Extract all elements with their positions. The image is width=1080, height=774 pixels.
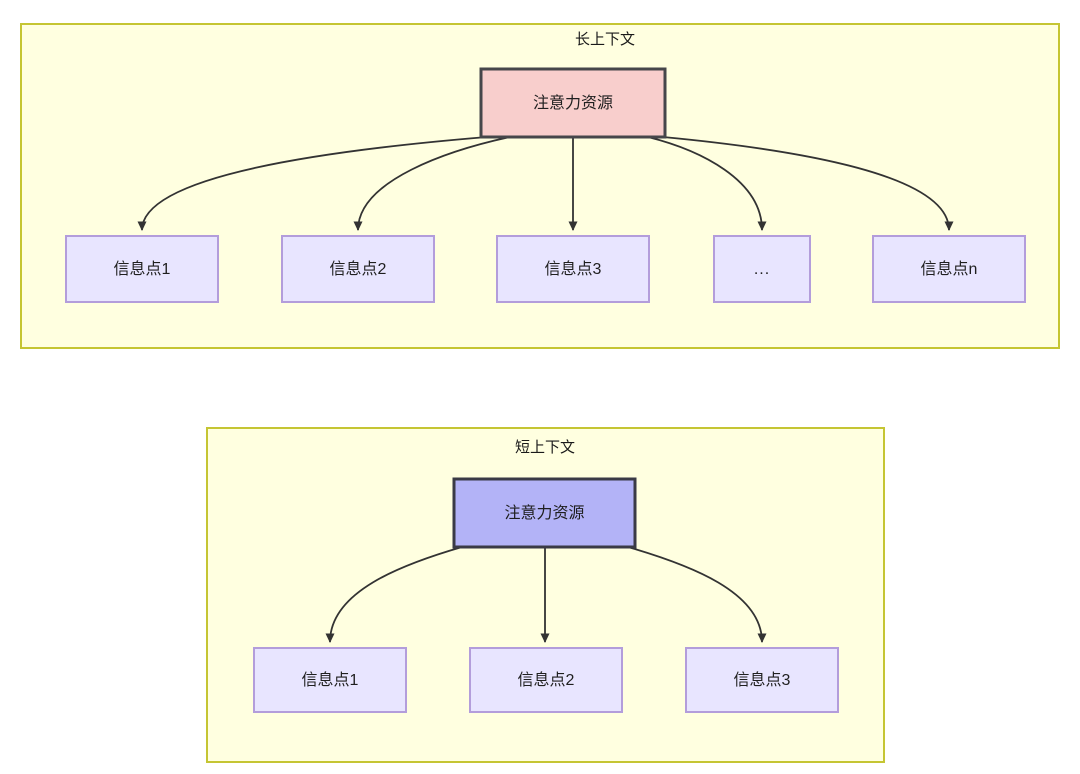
panel-title-short-context: 短上下文 xyxy=(515,439,575,456)
leaf-node-short-context-2[interactable] xyxy=(685,647,839,713)
leaf-node-long-context-0[interactable] xyxy=(65,235,219,303)
leaf-node-label-long-context-2: 信息点3 xyxy=(545,260,602,278)
leaf-node-long-context-4[interactable] xyxy=(872,235,1026,303)
edge-short-context-2 xyxy=(627,546,767,643)
edge-short-context-0 xyxy=(325,546,463,643)
edge-long-context-1 xyxy=(353,136,511,231)
hub-node-short-context[interactable] xyxy=(452,477,637,549)
leaf-node-short-context-1[interactable] xyxy=(469,647,623,713)
leaf-node-long-context-2[interactable] xyxy=(496,235,650,303)
panel-title-long-context: 长上下文 xyxy=(575,31,635,48)
leaf-node-label-short-context-1: 信息点2 xyxy=(518,671,575,689)
leaf-node-label-short-context-2: 信息点3 xyxy=(734,671,791,689)
leaf-node-long-context-1[interactable] xyxy=(281,235,435,303)
edge-long-context-4 xyxy=(662,136,954,231)
leaf-node-short-context-0[interactable] xyxy=(253,647,407,713)
hub-node-label-long-context: 注意力资源 xyxy=(533,93,613,112)
edge-long-context-3 xyxy=(647,136,767,231)
leaf-node-label-long-context-0: 信息点1 xyxy=(114,260,171,278)
leaf-node-label-long-context-1: 信息点2 xyxy=(330,260,387,278)
edge-long-context-0 xyxy=(137,136,488,231)
hub-node-label-short-context: 注意力资源 xyxy=(504,503,584,522)
leaf-node-long-context-3[interactable] xyxy=(713,235,811,303)
leaf-node-label-long-context-3: ... xyxy=(754,261,770,278)
leaf-node-label-long-context-4: 信息点n xyxy=(921,260,978,278)
hub-node-long-context[interactable] xyxy=(479,67,667,139)
leaf-node-label-short-context-0: 信息点1 xyxy=(302,671,359,689)
